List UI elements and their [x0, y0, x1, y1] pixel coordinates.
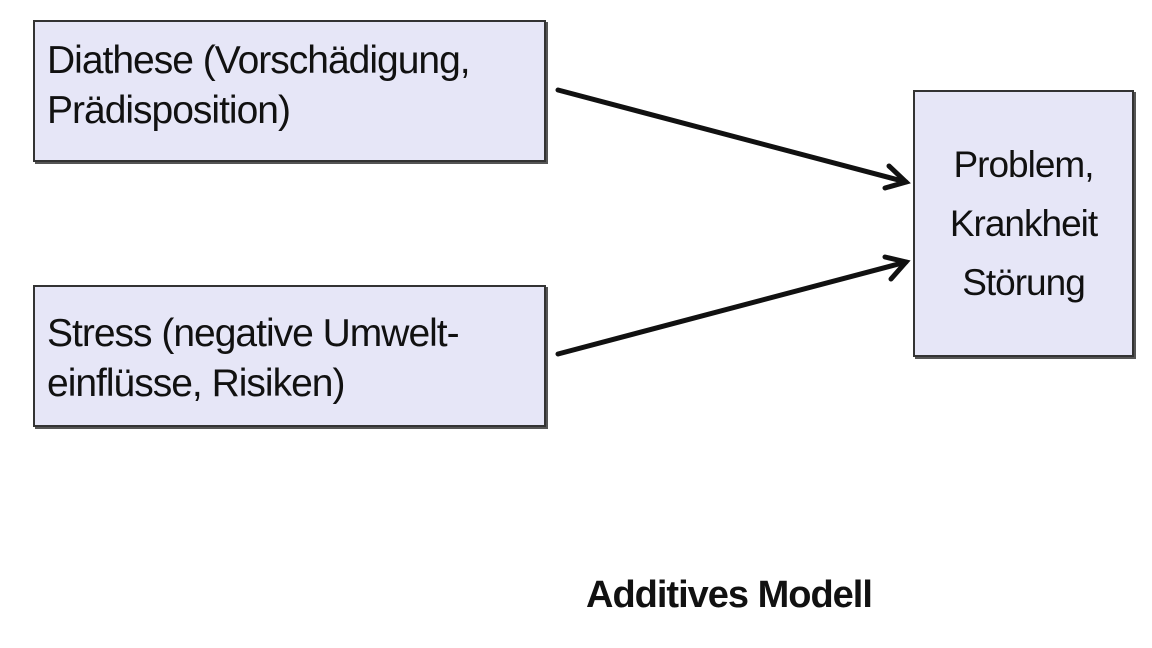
stress-label-line2: einflüsse, Risiken)	[47, 362, 345, 405]
outcome-label-line1: Problem,	[953, 144, 1094, 185]
stress-box: Stress (negative Umwelt- einflüsse, Risi…	[33, 285, 546, 427]
diathese-box: Diathese (Vorschädigung, Prädisposition)	[33, 20, 546, 162]
diathese-label-line2: Prädisposition)	[47, 89, 291, 132]
arrowhead-stress	[882, 254, 911, 282]
diathese-label-line1: Diathese (Vorschädigung,	[47, 39, 471, 82]
arrow-diathese-to-outcome	[555, 87, 909, 185]
diagram-caption: Additives Modell	[586, 574, 873, 616]
outcome-label-line2: Krankheit	[949, 203, 1098, 244]
outcome-box: Problem, Krankheit Störung	[913, 90, 1134, 357]
arrowhead-diathese	[882, 163, 911, 191]
arrow-stress-to-outcome	[555, 259, 909, 357]
outcome-label-line3: Störung	[962, 262, 1086, 303]
stress-label-line1: Stress (negative Umwelt-	[47, 312, 460, 355]
